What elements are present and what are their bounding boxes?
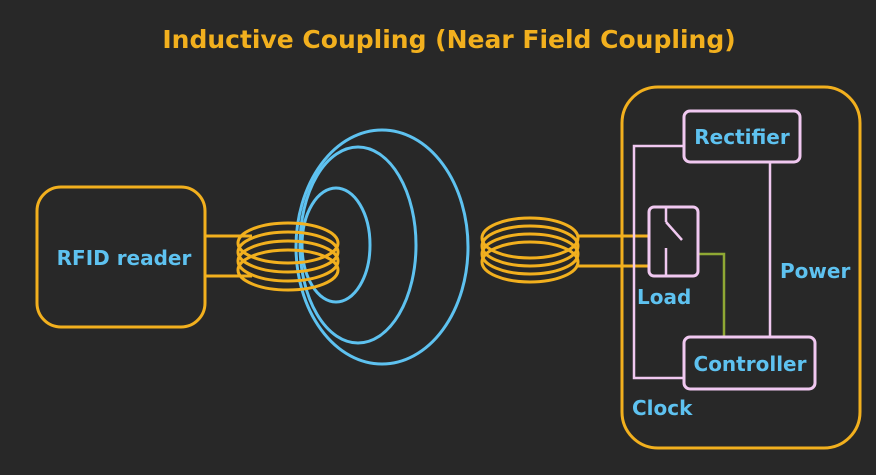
power-label: Power <box>780 259 850 283</box>
tag-coil <box>480 216 580 284</box>
load-label: Load <box>637 285 691 309</box>
switch-icon <box>664 207 683 276</box>
diagram-title: Inductive Coupling (Near Field Coupling) <box>162 25 735 54</box>
reader-coil <box>236 221 340 292</box>
tag-antenna-leads <box>578 234 649 268</box>
rfid-reader-box <box>35 185 207 329</box>
load-switch-box <box>647 205 700 278</box>
reader-antenna-leads <box>205 234 252 278</box>
rfid-reader-label: RFID reader <box>57 246 192 270</box>
control-line <box>699 252 726 337</box>
tag-internal-wiring <box>632 144 772 380</box>
magnetic-field-lines <box>294 128 470 366</box>
rfid-tag-box <box>620 85 862 450</box>
rectifier-box <box>682 109 802 164</box>
controller-label: Controller <box>694 352 807 376</box>
rectifier-label: Rectifier <box>694 125 790 149</box>
clock-label: Clock <box>632 396 693 420</box>
controller-box <box>682 335 817 391</box>
